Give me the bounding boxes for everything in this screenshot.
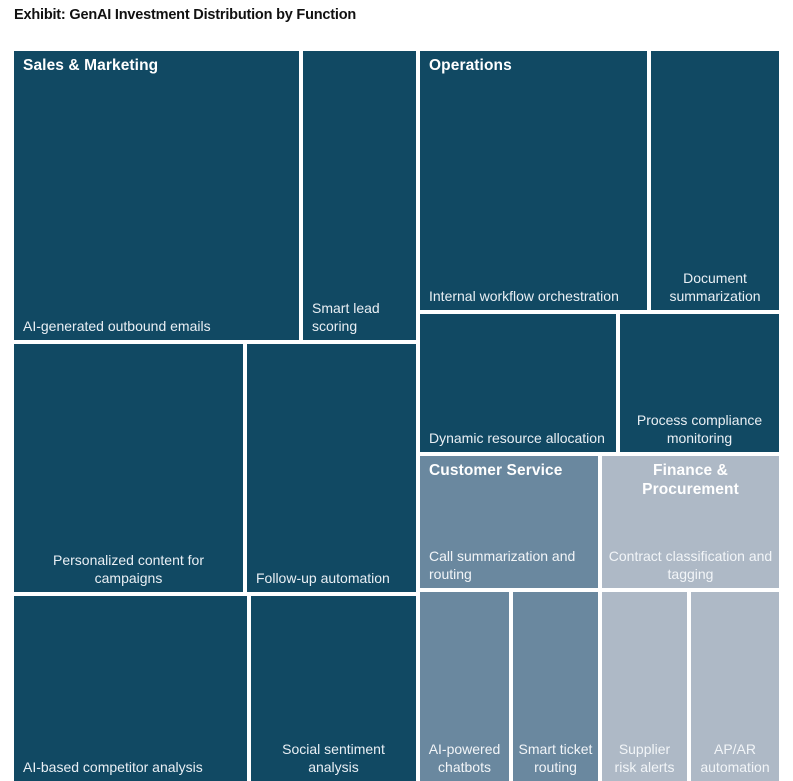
tile-label-ap-ar-automation: AP/AR automation	[700, 740, 770, 776]
treemap-tile-smart-lead-scoring[interactable]: Smart lead scoring	[303, 51, 416, 340]
tile-label-smart-ticket-routing: Smart ticket routing	[518, 740, 593, 776]
tile-label-ai-generated-outbound-emails: AI-generated outbound emails	[23, 318, 211, 335]
tile-label-social-sentiment-analysis: Social sentiment analysis	[282, 740, 385, 776]
treemap-tile-smart-ticket-routing[interactable]: Smart ticket routing	[513, 592, 598, 781]
tile-label-personalized-content-for-campaigns: Personalized content for campaigns	[53, 551, 204, 587]
group-label-sales-marketing: Sales & Marketing	[23, 57, 159, 74]
treemap-tile-contract-classification-and-tagging[interactable]: Finance & Procurement Contract classific…	[602, 456, 779, 588]
treemap-tile-personalized-content-for-campaigns[interactable]: Personalized content for campaigns	[14, 344, 243, 592]
tile-label-dynamic-resource-allocation: Dynamic resource allocation	[429, 430, 605, 447]
treemap-tile-call-summarization-and-routing[interactable]: Customer Service Call summarization and …	[420, 456, 598, 588]
tile-label-call-summarization-and-routing: Call summarization and routing	[429, 547, 576, 583]
tile-label-process-compliance-monitoring: Process compliance monitoring	[636, 411, 763, 447]
treemap-tile-ai-powered-chatbots[interactable]: AI-powered chatbots	[420, 592, 509, 781]
treemap-tile-ai-generated-outbound-emails[interactable]: Sales & Marketing AI-generated outbound …	[14, 51, 299, 340]
page-title: Exhibit: GenAI Investment Distribution b…	[14, 7, 357, 23]
treemap-tile-social-sentiment-analysis[interactable]: Social sentiment analysis	[251, 596, 416, 781]
treemap-tile-internal-workflow-orchestration[interactable]: Operations Internal workflow orchestrati…	[420, 51, 647, 310]
tile-label-document-summarization: Document summarization	[669, 269, 761, 305]
tile-label-follow-up-automation: Follow-up automation	[256, 570, 390, 587]
tile-label-internal-workflow-orchestration: Internal workflow orchestration	[429, 288, 619, 305]
treemap-tile-ai-based-competitor-analysis[interactable]: AI-based competitor analysis	[14, 596, 247, 781]
treemap-chart: Sales & Marketing AI-generated outbound …	[14, 51, 779, 781]
tile-label-smart-lead-scoring: Smart lead scoring	[312, 299, 380, 335]
tile-label-contract-classification-and-tagging: Contract classification and tagging	[608, 547, 773, 583]
group-label-customer-service: Customer Service	[429, 462, 563, 479]
treemap-tile-supplier-risk-alerts[interactable]: Supplier risk alerts	[602, 592, 687, 781]
group-label-operations: Operations	[429, 57, 512, 74]
treemap-tile-follow-up-automation[interactable]: Follow-up automation	[247, 344, 416, 592]
treemap-tile-document-summarization[interactable]: Document summarization	[651, 51, 779, 310]
tile-label-ai-based-competitor-analysis: AI-based competitor analysis	[23, 759, 203, 776]
tile-label-ai-powered-chatbots: AI-powered chatbots	[428, 740, 501, 776]
tile-label-supplier-risk-alerts: Supplier risk alerts	[614, 740, 675, 776]
treemap-tile-process-compliance-monitoring[interactable]: Process compliance monitoring	[620, 314, 779, 452]
treemap-tile-ap-ar-automation[interactable]: AP/AR automation	[691, 592, 779, 781]
group-label-finance-procurement: Finance & Procurement	[642, 462, 739, 498]
treemap-tile-dynamic-resource-allocation[interactable]: Dynamic resource allocation	[420, 314, 616, 452]
